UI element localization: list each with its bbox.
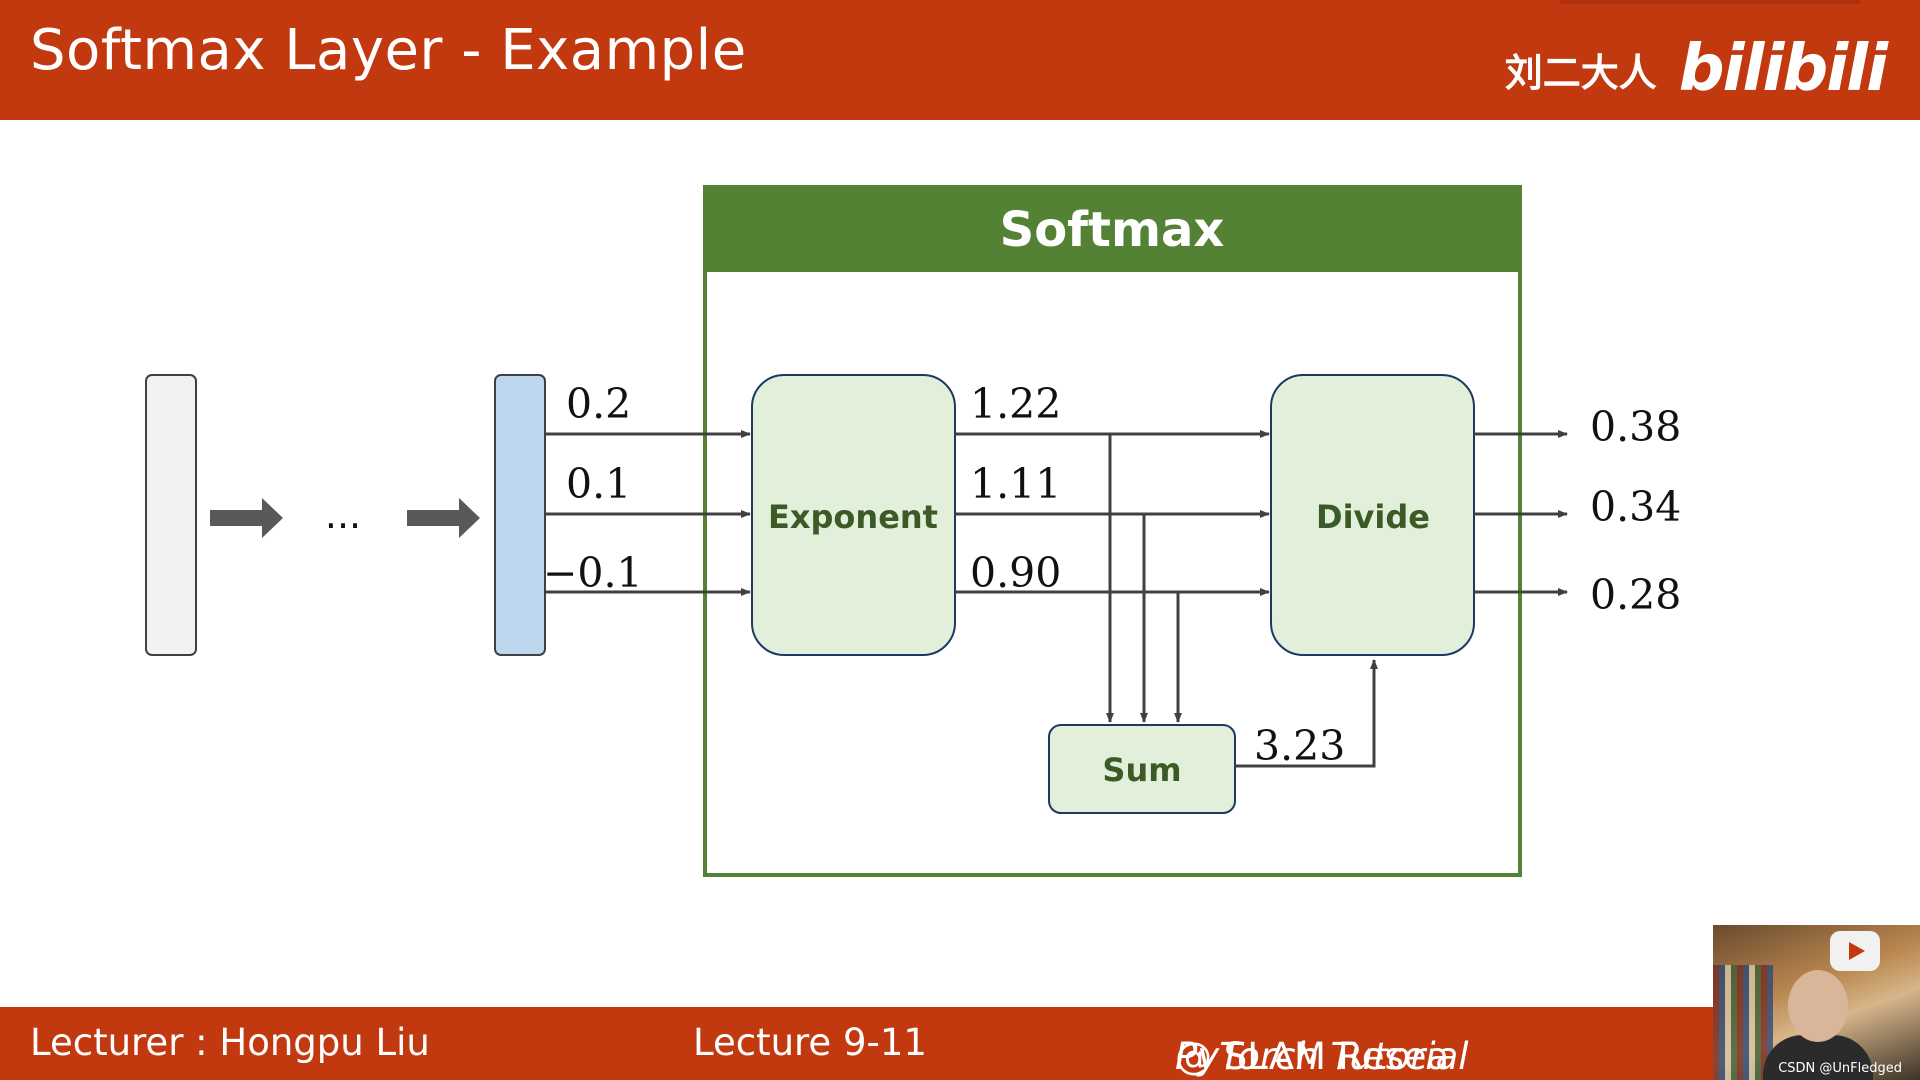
sum-value: 3.23	[1254, 722, 1345, 770]
lecture-number: Lecture 9-11	[693, 1021, 927, 1064]
output-value-3: 0.28	[1590, 571, 1681, 619]
output-value-2: 0.34	[1590, 483, 1681, 531]
exp-value-3: 0.90	[970, 549, 1061, 597]
input-vector	[145, 374, 197, 656]
title-bar-accent	[1560, 0, 1860, 4]
footer-bar: Lecturer : Hongpu Liu Lecture 9-11 PyTor…	[0, 1007, 1920, 1080]
course-title-italic: PyTorch Tutorial	[1175, 1035, 1469, 1078]
lecturer-text: Lecturer : Hongpu Liu	[30, 1021, 430, 1064]
sum-box	[1048, 724, 1236, 814]
softmax-title: Softmax	[1000, 202, 1225, 258]
course-title-rest: @ SLAM Resea	[1175, 1035, 1450, 1078]
lecturer-head	[1788, 970, 1848, 1042]
sum-to-divide-line	[1235, 659, 1378, 768]
softmax-header	[705, 187, 1520, 272]
play-icon[interactable]	[1830, 931, 1880, 971]
lecturer-body	[1763, 1035, 1873, 1080]
brand: 刘二大人 bilibili	[1504, 32, 1888, 106]
title-bar: Softmax Layer - Example 刘二大人 bilibili	[0, 0, 1920, 120]
flow-arrow-1	[210, 498, 283, 538]
exponent-label: Exponent	[768, 498, 938, 536]
logit-vector	[494, 374, 546, 656]
exp-value-2: 1.11	[970, 460, 1061, 508]
exp-value-1: 1.22	[970, 380, 1061, 428]
slide-title: Softmax Layer - Example	[30, 18, 747, 83]
bookshelf	[1713, 965, 1773, 1080]
output-value-1: 0.38	[1590, 403, 1681, 451]
input-value-3: −0.1	[543, 549, 643, 597]
webcam-overlay: CSDN @UnFledged	[1713, 925, 1920, 1080]
watermark: CSDN @UnFledged	[1778, 1061, 1902, 1076]
ellipsis: ...	[325, 493, 361, 537]
bilibili-logo: bilibili	[1678, 32, 1888, 106]
input-value-2: 0.1	[566, 460, 631, 508]
divide-label: Divide	[1316, 498, 1430, 536]
brand-author: 刘二大人	[1504, 50, 1657, 95]
input-value-1: 0.2	[566, 380, 631, 428]
sum-label: Sum	[1102, 751, 1181, 789]
flow-arrow-2	[407, 498, 480, 538]
